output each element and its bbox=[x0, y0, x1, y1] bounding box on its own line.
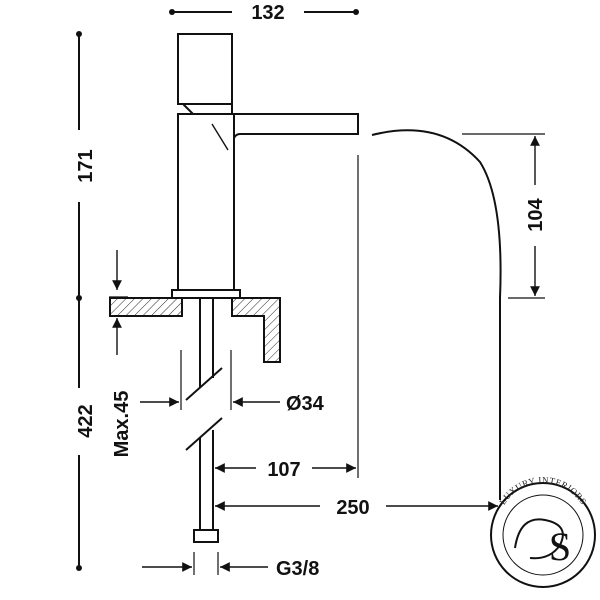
dim-height-lower-label: 422 bbox=[75, 404, 97, 437]
dim-height-left: 171 422 bbox=[75, 31, 97, 571]
luxury-interiors-logo: LUXURY INTERIORS S bbox=[490, 475, 596, 588]
dim-total-reach: 250 bbox=[215, 497, 498, 519]
dim-height-upper-label: 171 bbox=[75, 149, 97, 182]
dim-hole-diameter: Ø34 bbox=[140, 350, 325, 415]
dim-hole-diameter-label: Ø34 bbox=[286, 393, 325, 415]
faucet-body bbox=[171, 33, 359, 299]
dim-max-deck-label: Max.45 bbox=[111, 391, 133, 458]
dim-max-deck: Max.45 bbox=[109, 250, 133, 457]
faucet-spout bbox=[233, 113, 359, 139]
connector-nut bbox=[193, 529, 219, 543]
dim-width-top: 132 bbox=[169, 2, 359, 24]
dim-spout-reach: 107 bbox=[215, 155, 359, 481]
lever-handle bbox=[177, 33, 233, 105]
faucet-base bbox=[171, 289, 241, 299]
dim-spout-drop-label: 104 bbox=[525, 197, 547, 231]
dim-spout-drop: 104 bbox=[462, 133, 547, 299]
dim-connection: G3/8 bbox=[142, 552, 319, 580]
dim-spout-reach-label: 107 bbox=[267, 459, 300, 481]
dim-total-reach-label: 250 bbox=[336, 497, 369, 519]
dim-connection-label: G3/8 bbox=[276, 558, 319, 580]
supply-pipe bbox=[185, 298, 223, 543]
deck-section bbox=[109, 297, 281, 363]
logo-monogram: S bbox=[549, 524, 571, 569]
water-flow bbox=[371, 129, 502, 500]
faucet-column bbox=[177, 113, 235, 291]
dim-width-top-label: 132 bbox=[251, 2, 284, 24]
